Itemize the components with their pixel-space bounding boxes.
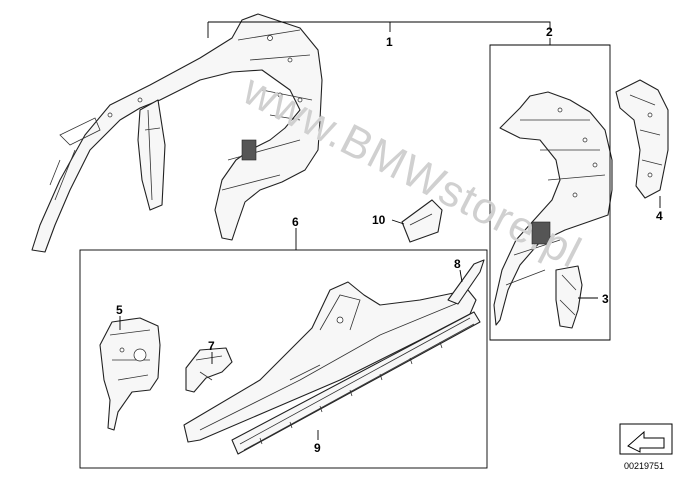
callout-2: 2: [546, 25, 553, 39]
part-7-bracket[interactable]: [185, 347, 233, 393]
part-1-side-frame[interactable]: [31, 13, 323, 253]
callout-7: 7: [208, 339, 215, 353]
part-8-trim-strip[interactable]: [447, 259, 485, 305]
leader-lines: [119, 21, 661, 440]
callout-8: 8: [454, 257, 461, 271]
callout-3: 3: [602, 292, 609, 306]
part-10-gusset[interactable]: [401, 199, 443, 243]
callout-4: 4: [656, 209, 663, 223]
assembly-6-frame: [79, 249, 488, 469]
callout-10: 10: [372, 213, 386, 227]
callout-6: 6: [292, 215, 299, 229]
arrow-icon[interactable]: [619, 423, 673, 455]
document-number: 00219751: [624, 461, 664, 471]
part-3-wheel-arch-panel[interactable]: [555, 265, 583, 329]
part-2-quarter-panel[interactable]: [493, 91, 613, 326]
part-9-sill-rail[interactable]: [231, 311, 481, 455]
part-4-rear-bracket[interactable]: [615, 79, 669, 199]
part-5-pillar-reinforcement[interactable]: [99, 317, 161, 431]
callout-1: 1: [386, 35, 393, 49]
callout-5: 5: [116, 303, 123, 317]
callout-9: 9: [314, 441, 321, 455]
